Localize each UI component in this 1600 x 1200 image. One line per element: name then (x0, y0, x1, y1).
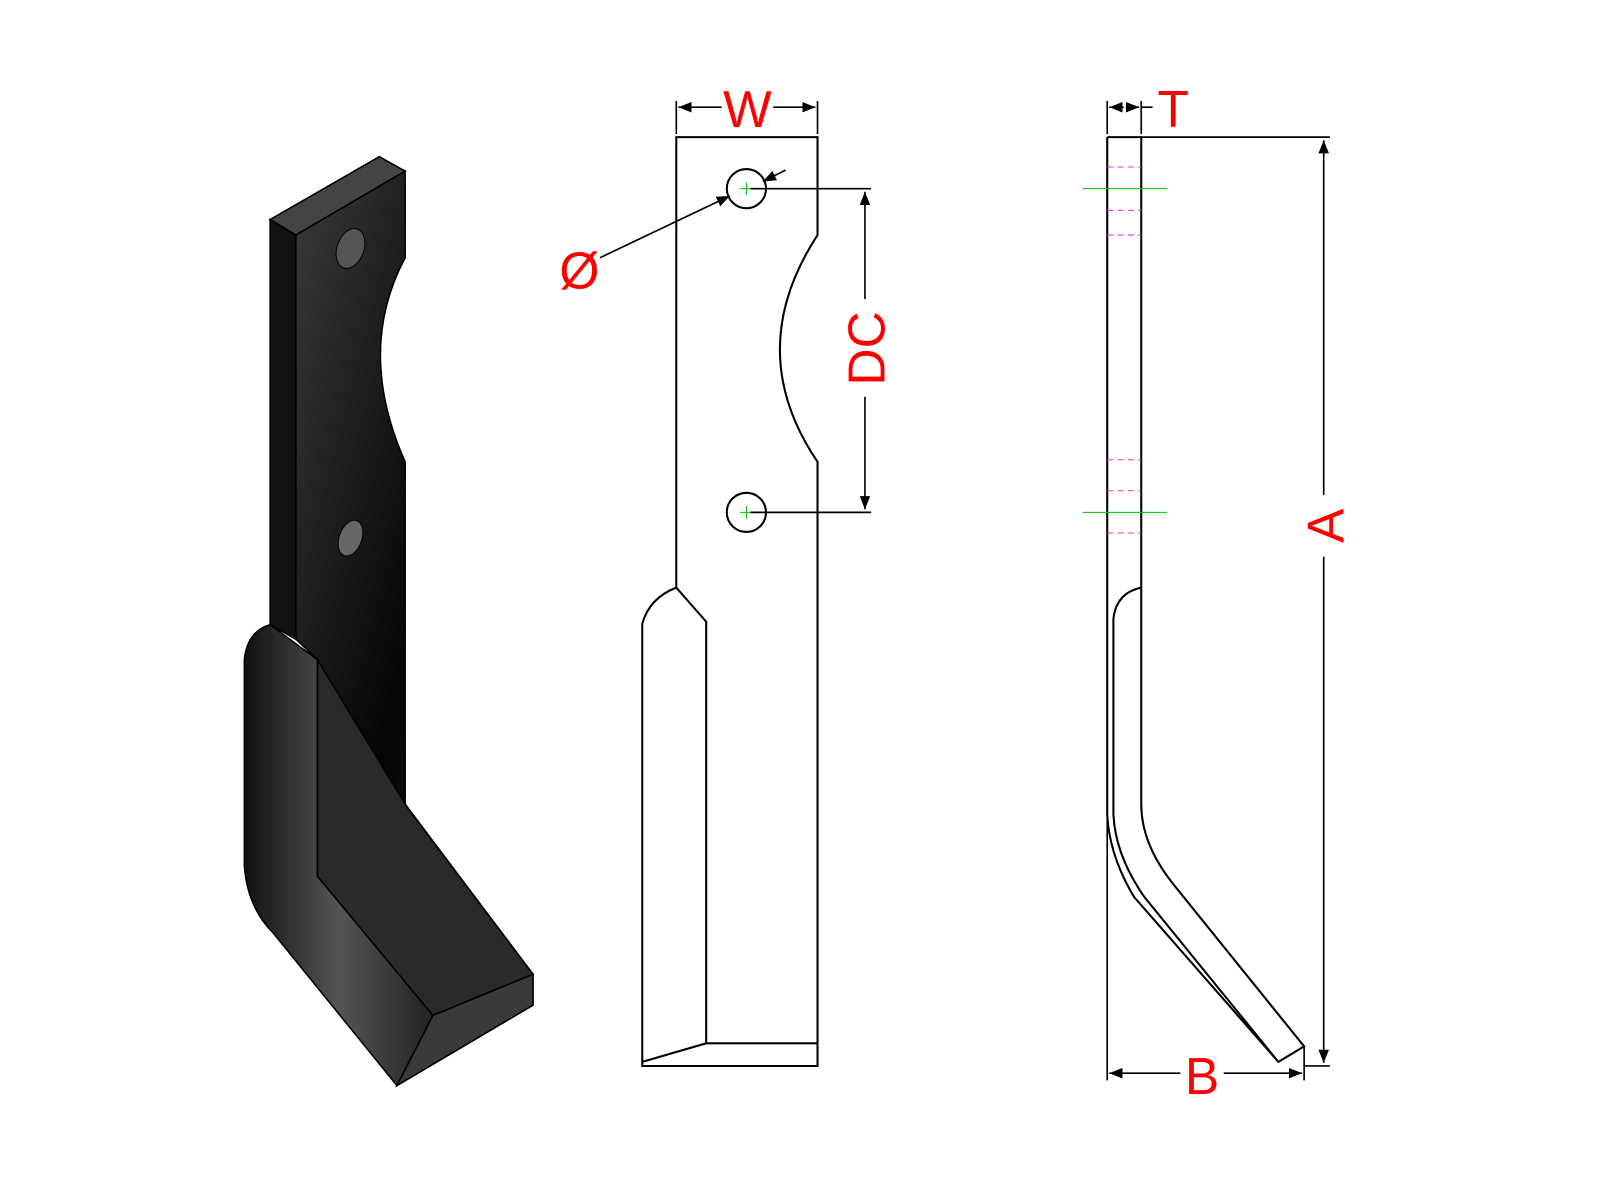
label-diameter: Ø (559, 242, 599, 300)
front-view: W Ø DC (559, 80, 896, 1068)
label-thickness: T (1157, 80, 1188, 138)
side-view: T A B (1082, 80, 1354, 1105)
isometric-view (243, 155, 535, 1088)
label-length: A (1296, 508, 1354, 543)
label-width: W (723, 80, 772, 138)
label-bend: B (1185, 1047, 1219, 1105)
label-hole-distance: DC (838, 311, 896, 385)
